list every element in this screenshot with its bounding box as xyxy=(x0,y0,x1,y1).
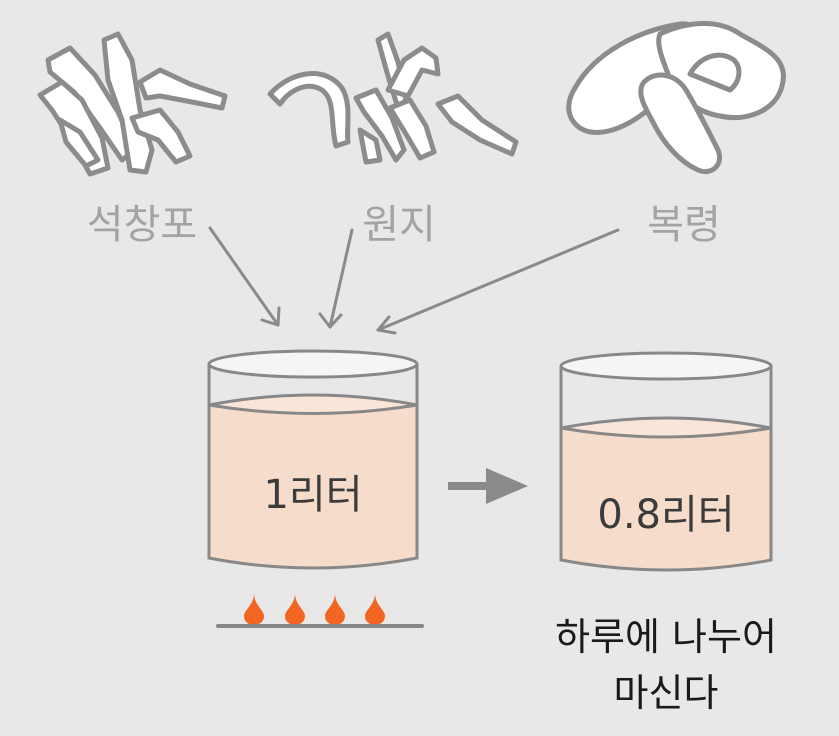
mushroom-chunks-icon xyxy=(566,21,786,174)
arrow-wonji-to-pot xyxy=(318,228,354,329)
flame-icon xyxy=(325,593,345,625)
instruction-line-1: 하루에 나누어 xyxy=(555,615,777,659)
pot-before-surface xyxy=(208,393,418,415)
flame-icons xyxy=(244,593,385,625)
process-arrow-icon xyxy=(448,468,528,504)
flame-icon xyxy=(244,593,264,625)
herb-label-seokchangpo: 석창포 xyxy=(87,202,197,248)
pot-before: 1리터 xyxy=(207,349,419,570)
instruction-line-2: 마신다 xyxy=(614,671,719,715)
dried-root-slices-icon xyxy=(37,31,228,177)
pot-after-label: 0.8리터 xyxy=(597,492,734,538)
arrow-bokryeong-to-pot xyxy=(376,228,620,335)
curled-root-strips-icon xyxy=(267,31,519,165)
pot-after: 0.8리터 xyxy=(559,351,773,572)
herb-label-wonji: 원지 xyxy=(362,202,436,248)
pot-before-walls xyxy=(207,364,419,570)
flame-icon xyxy=(285,593,305,625)
pot-before-label: 1리터 xyxy=(263,472,362,518)
pot-after-walls xyxy=(559,366,773,572)
pot-after-rim xyxy=(559,351,773,381)
pot-after-liquid xyxy=(561,418,771,570)
pot-before-liquid xyxy=(209,395,417,568)
herb-label-bokryeong: 복령 xyxy=(647,202,721,248)
herb-arrows xyxy=(208,226,620,335)
arrow-seokchangpo-to-pot xyxy=(208,226,281,327)
flame-icon xyxy=(365,593,385,625)
pot-before-rim xyxy=(207,349,419,379)
